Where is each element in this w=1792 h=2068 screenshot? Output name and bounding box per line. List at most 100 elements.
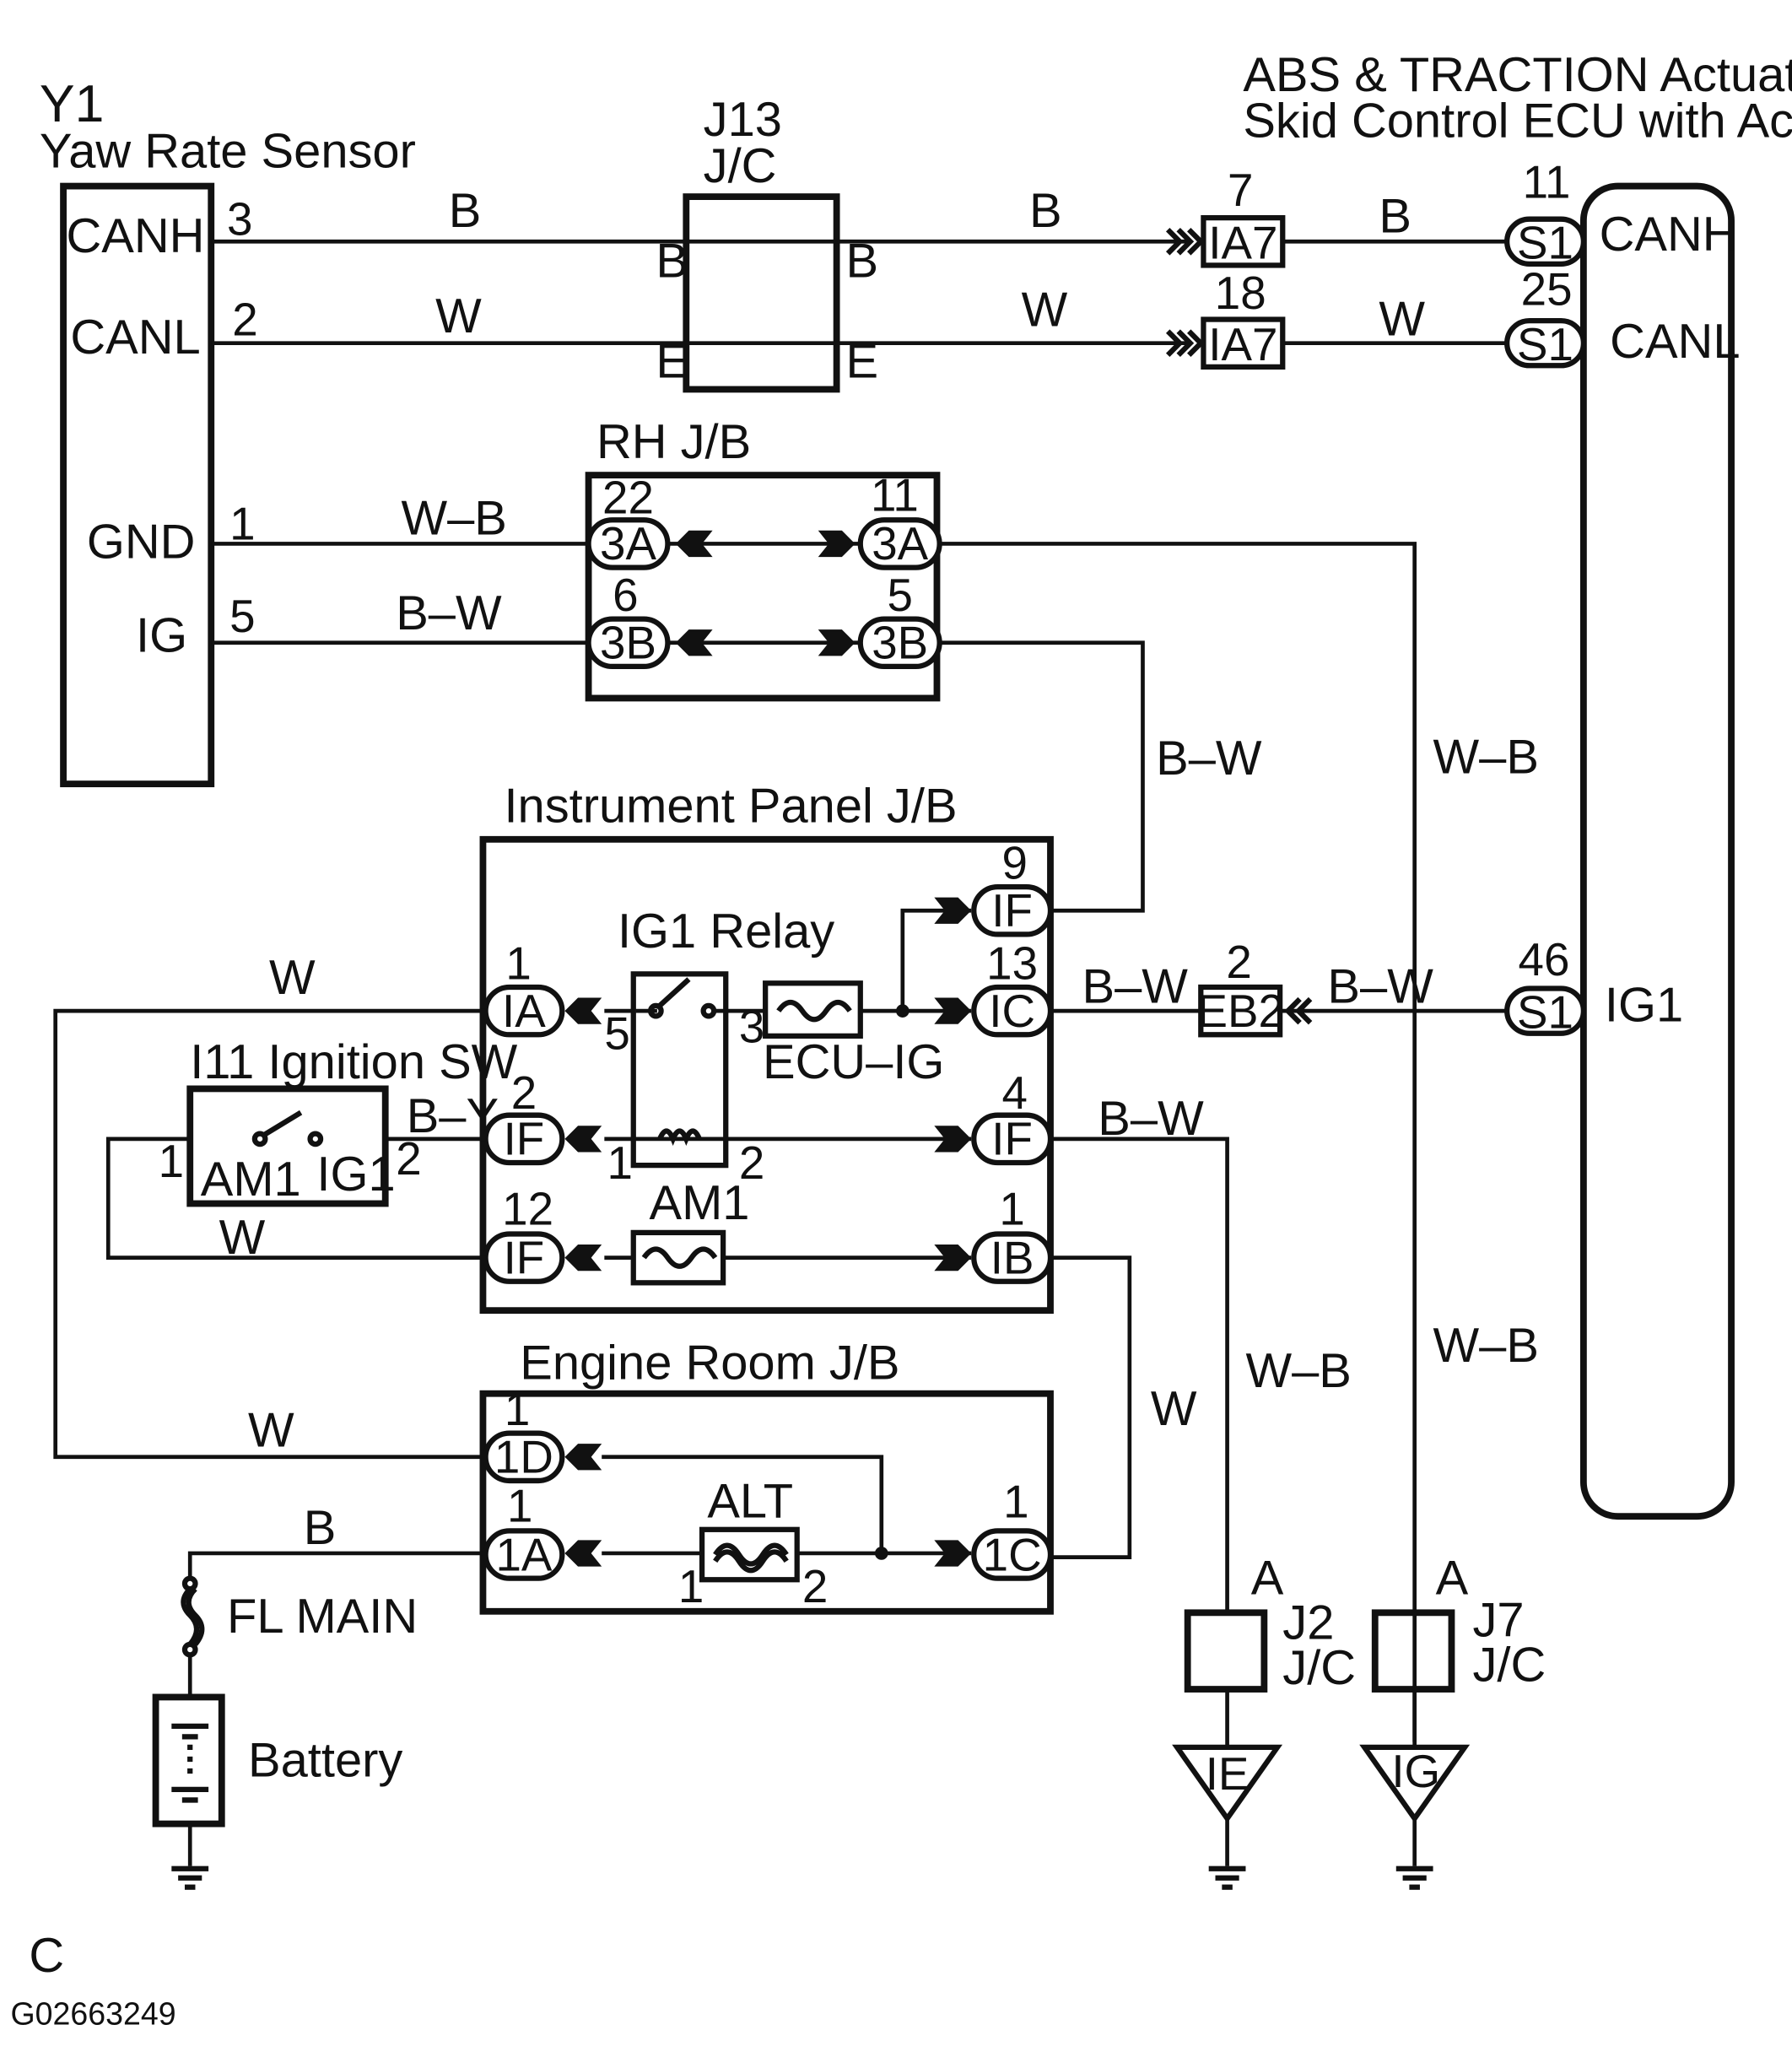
pin-number: 7 bbox=[1228, 164, 1253, 216]
battery-circuit: B FL MAIN Battery bbox=[152, 1501, 483, 1890]
receptacle-arrow bbox=[934, 897, 972, 924]
connector-label: 1D bbox=[494, 1431, 553, 1483]
wire-color: W–B bbox=[1433, 1319, 1539, 1373]
pin-number: 46 bbox=[1519, 933, 1570, 985]
receptacle-arrow bbox=[818, 530, 856, 558]
receptacle-arrow bbox=[564, 1126, 602, 1153]
receptacle-arrow bbox=[934, 997, 972, 1024]
wire-color: W bbox=[1379, 292, 1425, 346]
pin-number: 12 bbox=[502, 1183, 553, 1235]
ground-point-icon bbox=[1359, 1744, 1471, 1823]
connector-s1 bbox=[1504, 317, 1587, 369]
ig1-relay-body bbox=[630, 971, 729, 1169]
j7-code: J7 bbox=[1472, 1593, 1524, 1647]
j13-body bbox=[683, 193, 840, 393]
am1-fuse-name: AM1 bbox=[650, 1176, 750, 1230]
connector-label: 3A bbox=[872, 517, 928, 570]
wire-color: B bbox=[1029, 184, 1062, 238]
wire-color: W bbox=[435, 289, 482, 343]
footer-code: G02663249 bbox=[11, 1995, 176, 2031]
relay-contact bbox=[700, 1002, 717, 1019]
wire-ib-to-1c bbox=[1050, 1255, 1132, 1559]
wire-color: B–Y bbox=[407, 1089, 499, 1143]
abs-skid-control-ecu: ABS & TRACTION Actuator Assy Skid Contro… bbox=[1243, 48, 1792, 1520]
pin-number: 22 bbox=[602, 471, 654, 523]
connector-label: 3B bbox=[872, 617, 928, 669]
receptacle-arrow bbox=[818, 629, 856, 656]
wire-ig-to-if9 bbox=[939, 640, 1145, 913]
pin-number: 18 bbox=[1215, 267, 1266, 319]
j7-terminal: A bbox=[1436, 1551, 1469, 1605]
pin-number: 13 bbox=[986, 937, 1038, 990]
pin-number: 1 bbox=[159, 1135, 184, 1187]
connector-s1 bbox=[1504, 216, 1587, 267]
j2-code: J2 bbox=[1282, 1596, 1334, 1650]
receptacle-arrow bbox=[564, 1444, 602, 1471]
wire-am1-feed bbox=[105, 1137, 486, 1260]
wire-color: W bbox=[1151, 1382, 1197, 1436]
pin-number: 2 bbox=[739, 1137, 764, 1189]
splice-dot bbox=[896, 1004, 909, 1018]
wire-color: W bbox=[1022, 283, 1068, 337]
connector-label: IA7 bbox=[1208, 217, 1277, 269]
wire-color: B–W bbox=[1082, 960, 1189, 1014]
j2-name: J/C bbox=[1282, 1641, 1356, 1695]
connector-label: IC bbox=[989, 985, 1035, 1037]
engine-room-junction-block: Engine Room J/B ALT 1 2 1D 1A 1C 1 1 1 bbox=[479, 1336, 1054, 1615]
y1-pin-canl: CANL bbox=[70, 310, 200, 364]
connector-if bbox=[971, 883, 1054, 937]
pin-number: 11 bbox=[871, 468, 919, 521]
receptacle-arrow bbox=[675, 530, 713, 558]
connector-1a bbox=[483, 1528, 565, 1581]
connector-ia7 bbox=[1201, 214, 1286, 268]
wire-internal bbox=[900, 908, 972, 1012]
ip-jb-body bbox=[479, 835, 1054, 1315]
pin-number: 1 bbox=[507, 1479, 532, 1531]
wire-internal bbox=[602, 1455, 884, 1553]
connector-label: EB2 bbox=[1196, 985, 1283, 1037]
wire-color: B–W bbox=[396, 586, 502, 640]
connector-arrow bbox=[1284, 996, 1313, 1025]
fl-main-name: FL MAIN bbox=[227, 1590, 418, 1644]
y1-name: Yaw Rate Sensor bbox=[40, 125, 416, 179]
connector-label: 3A bbox=[600, 517, 656, 570]
connector-3b bbox=[586, 616, 671, 670]
y1-code: Y1 bbox=[40, 74, 105, 133]
pin-number: 2 bbox=[1226, 936, 1251, 988]
connector-label: IA bbox=[502, 985, 546, 1037]
relay-contact bbox=[647, 1002, 664, 1019]
wire-color: W–B bbox=[1245, 1344, 1351, 1398]
connector-label: IB bbox=[990, 1231, 1034, 1283]
fuse-icon bbox=[641, 1246, 718, 1269]
pin-number: 5 bbox=[229, 590, 255, 642]
splice-dot bbox=[874, 1547, 888, 1560]
connector-label: 3B bbox=[600, 617, 656, 669]
connector-ia7 bbox=[1201, 316, 1286, 370]
y1-body bbox=[60, 182, 215, 788]
wire-color: B–W bbox=[1327, 960, 1433, 1014]
pin-number: 5 bbox=[887, 569, 912, 621]
receptacle-arrow bbox=[564, 997, 602, 1024]
ground-point-icon bbox=[1172, 1744, 1283, 1823]
connector-label: 1A bbox=[495, 1528, 552, 1580]
pin-number: 1 bbox=[505, 1383, 530, 1435]
wire-battery-feed bbox=[187, 1551, 483, 1579]
fusible-link-icon bbox=[713, 1542, 789, 1567]
ground-point-label: IE bbox=[1206, 1747, 1250, 1800]
ecu-pin-ig1: IG1 bbox=[1605, 979, 1683, 1033]
ecu-pin-canl: CANL bbox=[1610, 315, 1740, 369]
wire-gnd-to-j7 bbox=[939, 542, 1417, 1742]
ignition-sw-body bbox=[186, 1085, 389, 1207]
pin-number: 3 bbox=[227, 192, 252, 245]
y1-pin-ig: IG bbox=[136, 609, 187, 663]
j7-ground-circuit: A J7 J/C IG bbox=[1359, 1551, 1546, 1890]
wire-ia-to-1d bbox=[53, 1008, 486, 1460]
connector-1c bbox=[971, 1528, 1054, 1581]
pin-number: 1 bbox=[1003, 1476, 1028, 1528]
connector-eb2 bbox=[1198, 984, 1283, 1038]
switch-contact bbox=[251, 1131, 268, 1147]
ecu-ig-fuse bbox=[763, 980, 863, 1039]
connector-3a bbox=[586, 517, 671, 570]
receptacle-arrow bbox=[934, 1244, 972, 1272]
alt-fuse bbox=[699, 1526, 800, 1583]
